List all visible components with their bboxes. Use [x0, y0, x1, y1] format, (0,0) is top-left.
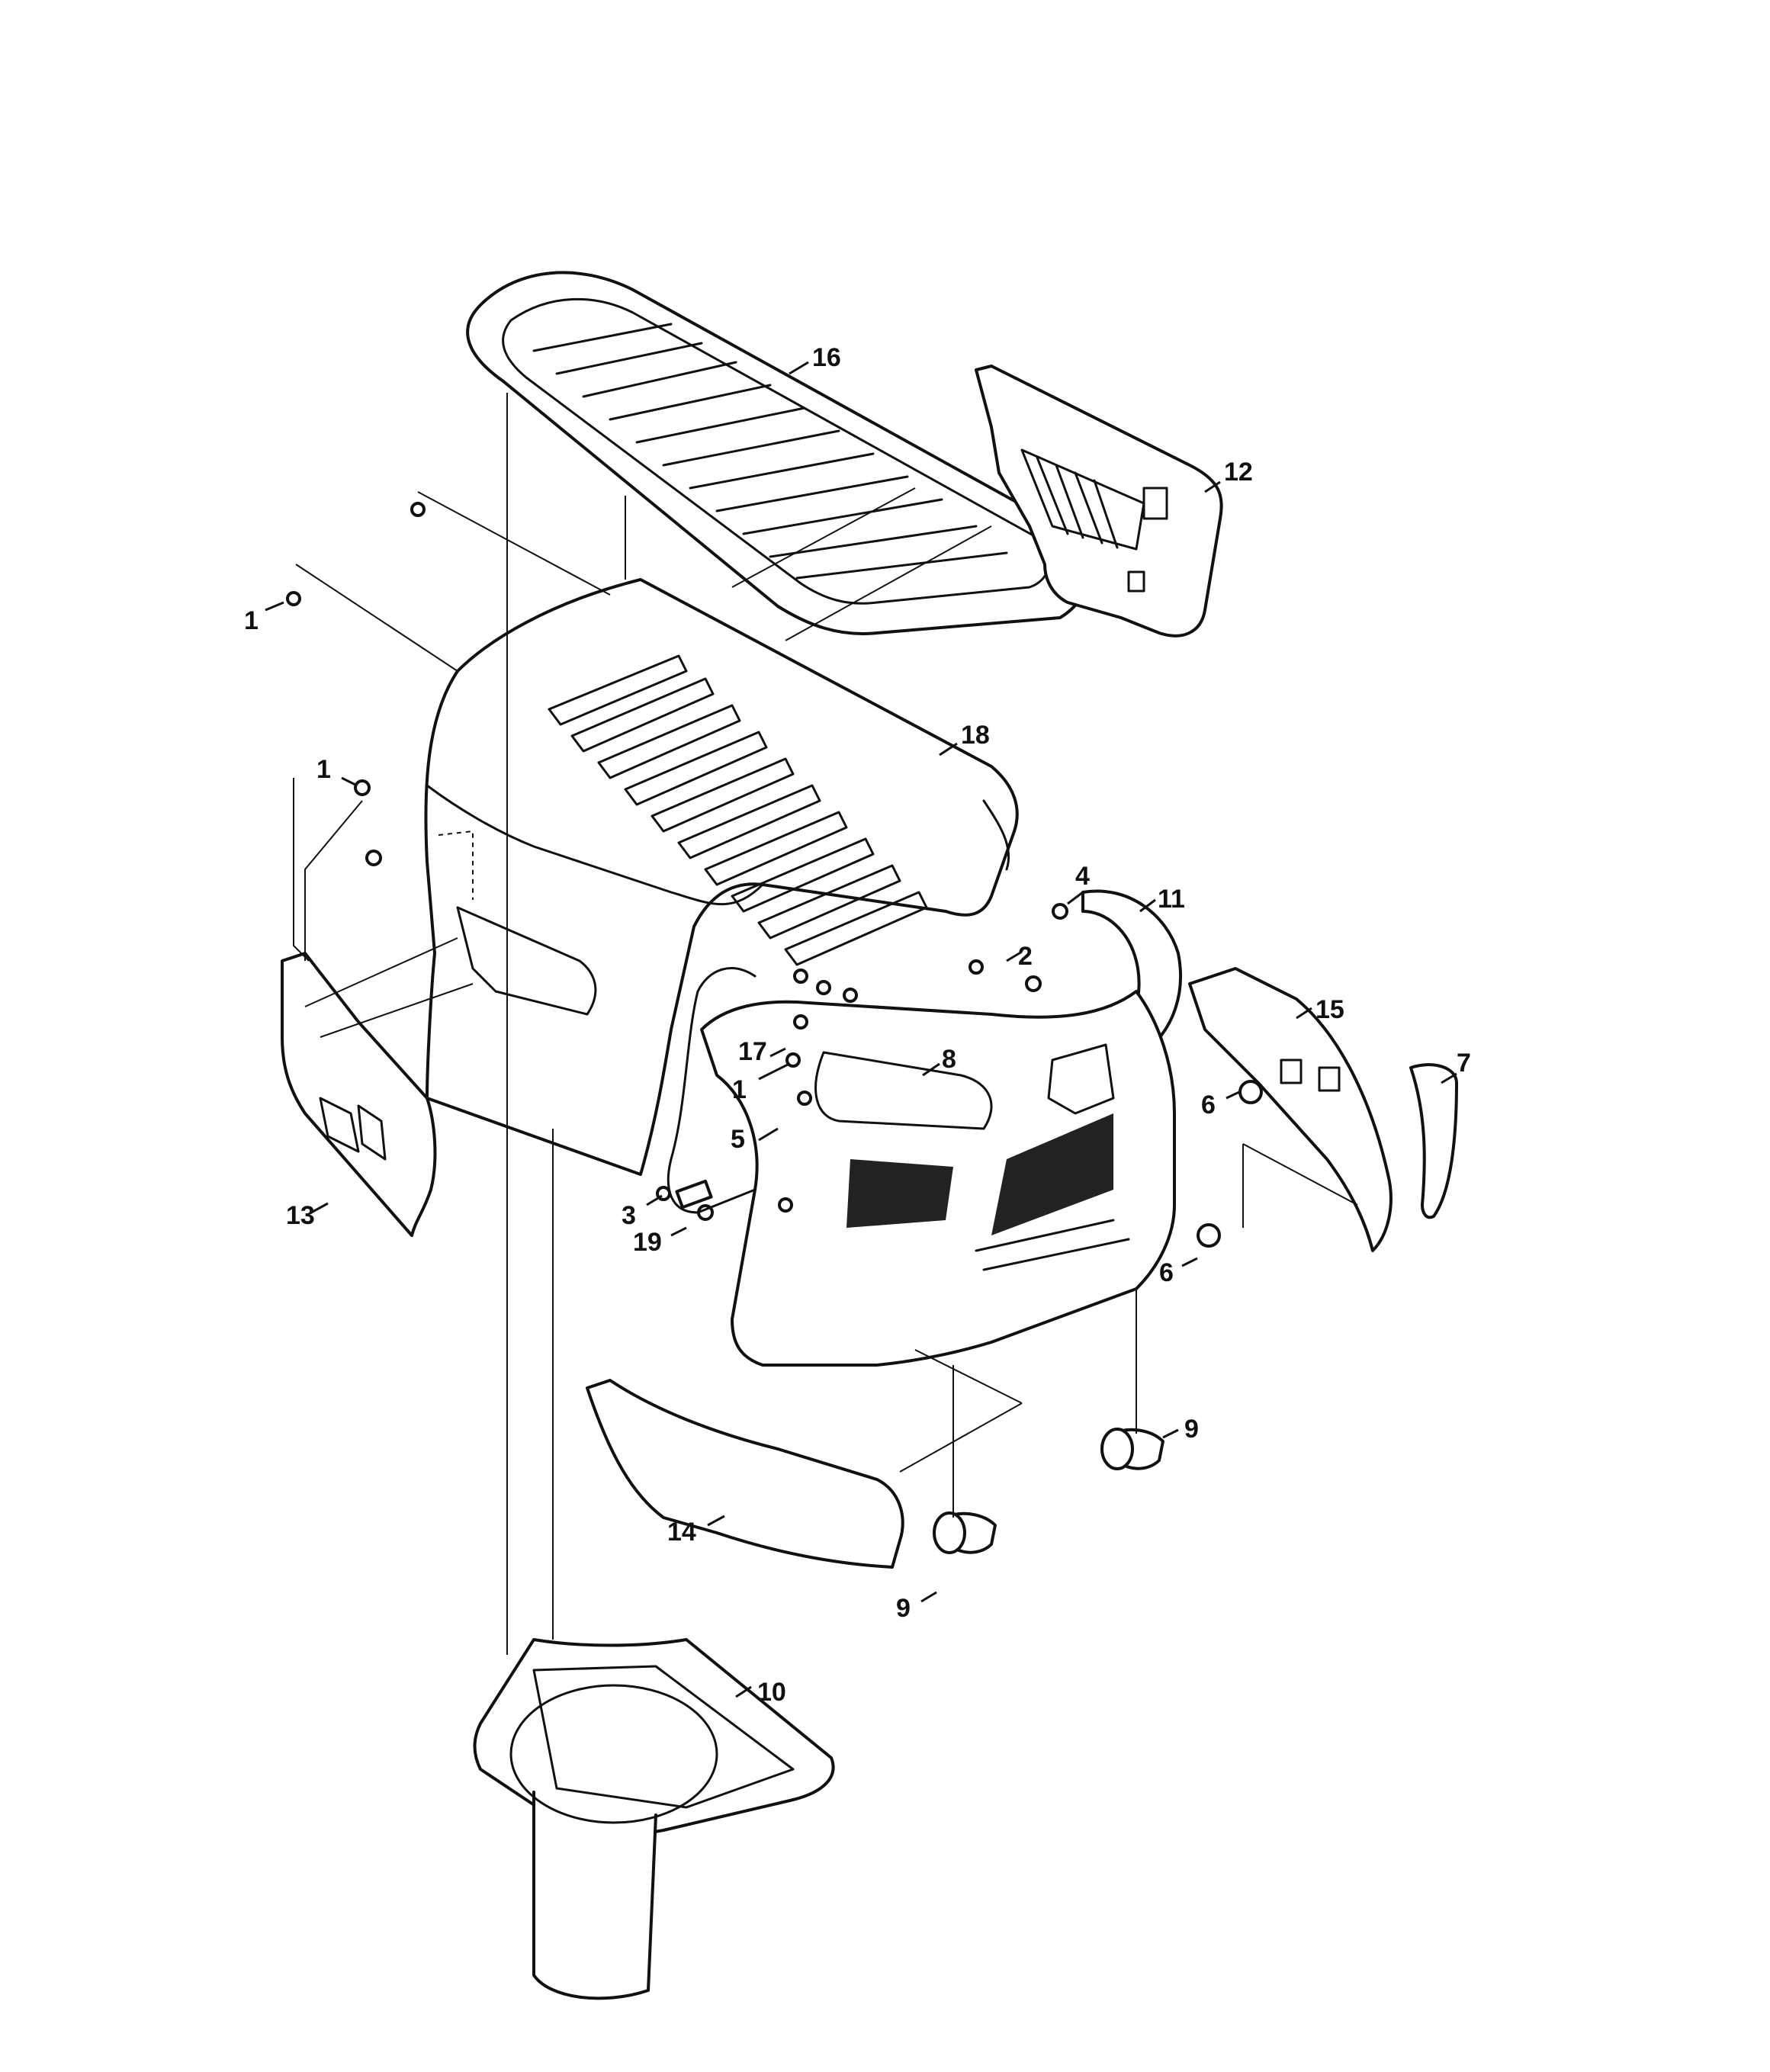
callout-11: 11	[1158, 885, 1185, 914]
left-side-panel	[281, 952, 437, 1237]
right-side-panel	[975, 365, 1223, 638]
right-front-panel	[1188, 967, 1393, 1252]
alignment-lines	[293, 393, 1358, 1655]
bushings	[933, 1428, 1164, 1554]
callout-18: 18	[961, 721, 990, 750]
hood-grille-insert	[466, 271, 1091, 635]
callout-8: 8	[942, 1045, 956, 1074]
fasteners	[286, 502, 1263, 1248]
callout-3: 3	[622, 1201, 636, 1230]
callout-6: 6	[1159, 1258, 1174, 1287]
callout-13: 13	[286, 1201, 315, 1230]
trim-strip	[1409, 1063, 1458, 1219]
grille-assembly	[700, 990, 1176, 1367]
callout-17: 17	[738, 1037, 767, 1066]
callout-10: 10	[757, 1678, 786, 1707]
callout-9: 9	[896, 1594, 911, 1623]
callout-5: 5	[731, 1125, 745, 1154]
wire-harness	[667, 967, 757, 1214]
callout-14: 14	[667, 1518, 696, 1547]
callout-4: 4	[1075, 862, 1090, 891]
main-hood	[424, 578, 1019, 1176]
callout-labels: 16 12 1 18 1 4 11 2 15 8 17 6 7 1 5 13 3	[244, 343, 1471, 1707]
callout-16: 16	[812, 343, 841, 372]
bottom-tray	[473, 1638, 835, 2000]
callout-19: 19	[633, 1228, 662, 1257]
callout-1: 1	[316, 755, 331, 784]
callout-6: 6	[1201, 1091, 1216, 1120]
callout-1: 1	[732, 1075, 747, 1104]
callout-1: 1	[244, 606, 259, 635]
callout-9: 9	[1184, 1415, 1199, 1444]
callout-15: 15	[1315, 995, 1344, 1024]
callout-12: 12	[1224, 458, 1253, 487]
lower-trim	[586, 1379, 904, 1569]
callout-2: 2	[1018, 942, 1033, 971]
callout-7: 7	[1457, 1049, 1471, 1078]
